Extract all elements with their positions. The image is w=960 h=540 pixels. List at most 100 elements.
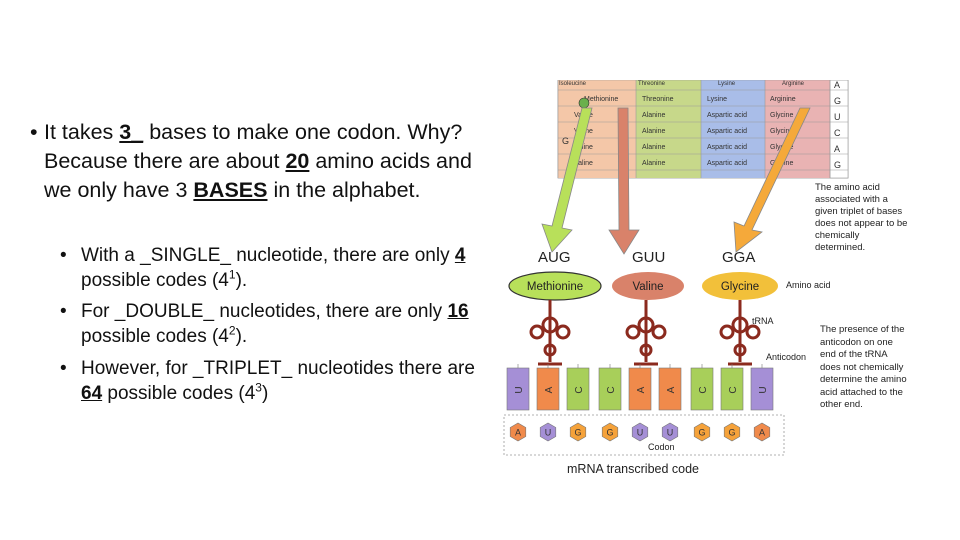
svg-text:U: U (545, 428, 552, 438)
text-run: ). (235, 270, 248, 291)
amino-acid-label: Methionine (527, 281, 583, 293)
glycine-oval (702, 272, 778, 300)
svg-text:C: C (574, 386, 585, 393)
table-right-letter: A (834, 144, 840, 154)
text-run: possible codes (4 (81, 326, 229, 347)
code-count: 16 (447, 301, 469, 322)
amino-acid-label: Glycine (721, 281, 759, 293)
svg-text:A: A (759, 428, 765, 438)
arrows (541, 107, 811, 255)
anticodon-base: U (506, 364, 530, 411)
text-run: However, for _TRIPLET_ nucleotides there… (81, 358, 475, 379)
anticodon-base: C (598, 364, 622, 411)
anticodon-base: A (628, 364, 652, 411)
slide-text: • It takes 3_ bases to make one codon. W… (30, 118, 490, 406)
text-run: amino acids and we only have 3 (44, 149, 472, 202)
exponent: 2 (228, 323, 236, 338)
codon-figure: MethionineThreonineLysineArginineValineA… (503, 80, 907, 476)
table-cell: Threonine (642, 96, 674, 103)
valine-oval (612, 272, 684, 300)
svg-text:U: U (514, 386, 525, 393)
table-top-cell: Lysine (718, 81, 736, 87)
amino-acid-label: Valine (632, 281, 663, 293)
codon-base: A (509, 422, 527, 442)
codon-table: MethionineThreonineLysineArginineValineA… (557, 80, 849, 179)
codon-label: GGA (722, 249, 755, 266)
bullet-dot: • (60, 358, 67, 379)
codon-base: G (569, 422, 587, 442)
table-top-cell: Isoleucine (559, 81, 587, 87)
start-marker (578, 97, 590, 109)
table-cell: Aspartic acid (707, 112, 747, 119)
table-right-letter: A (834, 80, 840, 90)
svg-text:U: U (667, 428, 674, 438)
svg-text:A: A (666, 386, 677, 393)
text-run: It takes (44, 120, 120, 144)
table-cell: Valine (574, 144, 593, 151)
codon-base: G (601, 422, 619, 442)
code-count: 4 (454, 245, 466, 266)
code-count: 64 (81, 383, 103, 404)
main-bullet-text: It takes 3_ bases to make one codon. Why… (44, 118, 490, 205)
table-cell: Arginine (770, 96, 796, 103)
table-cell: Aspartic acid (707, 160, 747, 167)
text-run: possible codes (4 (102, 383, 256, 404)
svg-text:G: G (728, 428, 735, 438)
main-bullet: • It takes 3_ bases to make one codon. W… (30, 118, 490, 205)
svg-text:C: C (728, 386, 739, 393)
table-cell: Alanine (642, 128, 665, 135)
bullet-dot: • (60, 301, 67, 322)
anticodon-base: U (750, 364, 774, 411)
anticodon-base: C (690, 364, 714, 411)
bases-word: BASES (193, 178, 268, 202)
trna-shape (625, 300, 667, 366)
anticodon-base: A (536, 364, 560, 411)
text-run: bases to make one codon. Why? Because th… (44, 120, 463, 173)
svg-text:A: A (515, 428, 521, 438)
svg-text:U: U (758, 386, 769, 393)
text-run: ). (235, 326, 248, 347)
codon-base: U (661, 422, 679, 442)
table-top-cell: Arginine (782, 81, 805, 87)
codon-label: AUG (538, 249, 571, 266)
sub-bullet-text: For _DOUBLE_ nucleotides, there are only… (81, 299, 480, 349)
sub-bullet-text: With a _SINGLE_ nucleotide, there are on… (81, 243, 480, 293)
codon-label: GUU (632, 249, 665, 266)
green-arrow (541, 107, 593, 253)
bullet-dot: • (60, 245, 67, 266)
codon-base: U (539, 422, 557, 442)
table-cell: Valine (574, 160, 593, 167)
table-cell: Alanine (642, 112, 665, 119)
codon-base: A (753, 422, 771, 442)
table-left-letter: G (562, 136, 569, 146)
table-right-letter: G (834, 160, 841, 170)
codon-caption: Codon (648, 442, 675, 452)
text-run: possible codes (4 (81, 270, 229, 291)
amino-count: 20 (285, 149, 310, 173)
table-cell: Aspartic acid (707, 128, 747, 135)
mrna-label: mRNA transcribed code (567, 462, 699, 476)
svg-text:G: G (574, 428, 581, 438)
table-cell: Glycine (770, 128, 793, 135)
trna-label: tRNA (752, 316, 774, 326)
exponent: 3 (255, 380, 262, 395)
text-run: ) (261, 383, 269, 404)
svg-text:G: G (698, 428, 705, 438)
anticodon-base: C (566, 364, 590, 411)
sub-bullet-double: • For _DOUBLE_ nucleotides, there are on… (60, 299, 480, 349)
amino-acid-caption: Amino acid (786, 280, 831, 290)
svg-text:A: A (636, 386, 647, 393)
svg-text:C: C (606, 386, 617, 393)
text-run: For _DOUBLE_ nucleotides, there are only (81, 301, 448, 322)
note-top: The amino acid associated with a given t… (815, 182, 907, 253)
sub-bullet-single: • With a _SINGLE_ nucleotide, there are … (60, 243, 480, 293)
trna-group (529, 300, 761, 366)
methionine-oval (508, 271, 602, 301)
table-cell: Alanine (642, 144, 665, 151)
table-cell: Alanine (642, 160, 665, 167)
red-arrow (608, 107, 640, 255)
note-bottom: The presence of the anticodon on one end… (820, 324, 907, 410)
anticodon-base: C (720, 364, 744, 411)
sub-bullet-triplet: • However, for _TRIPLET_ nucleotides the… (60, 356, 480, 406)
